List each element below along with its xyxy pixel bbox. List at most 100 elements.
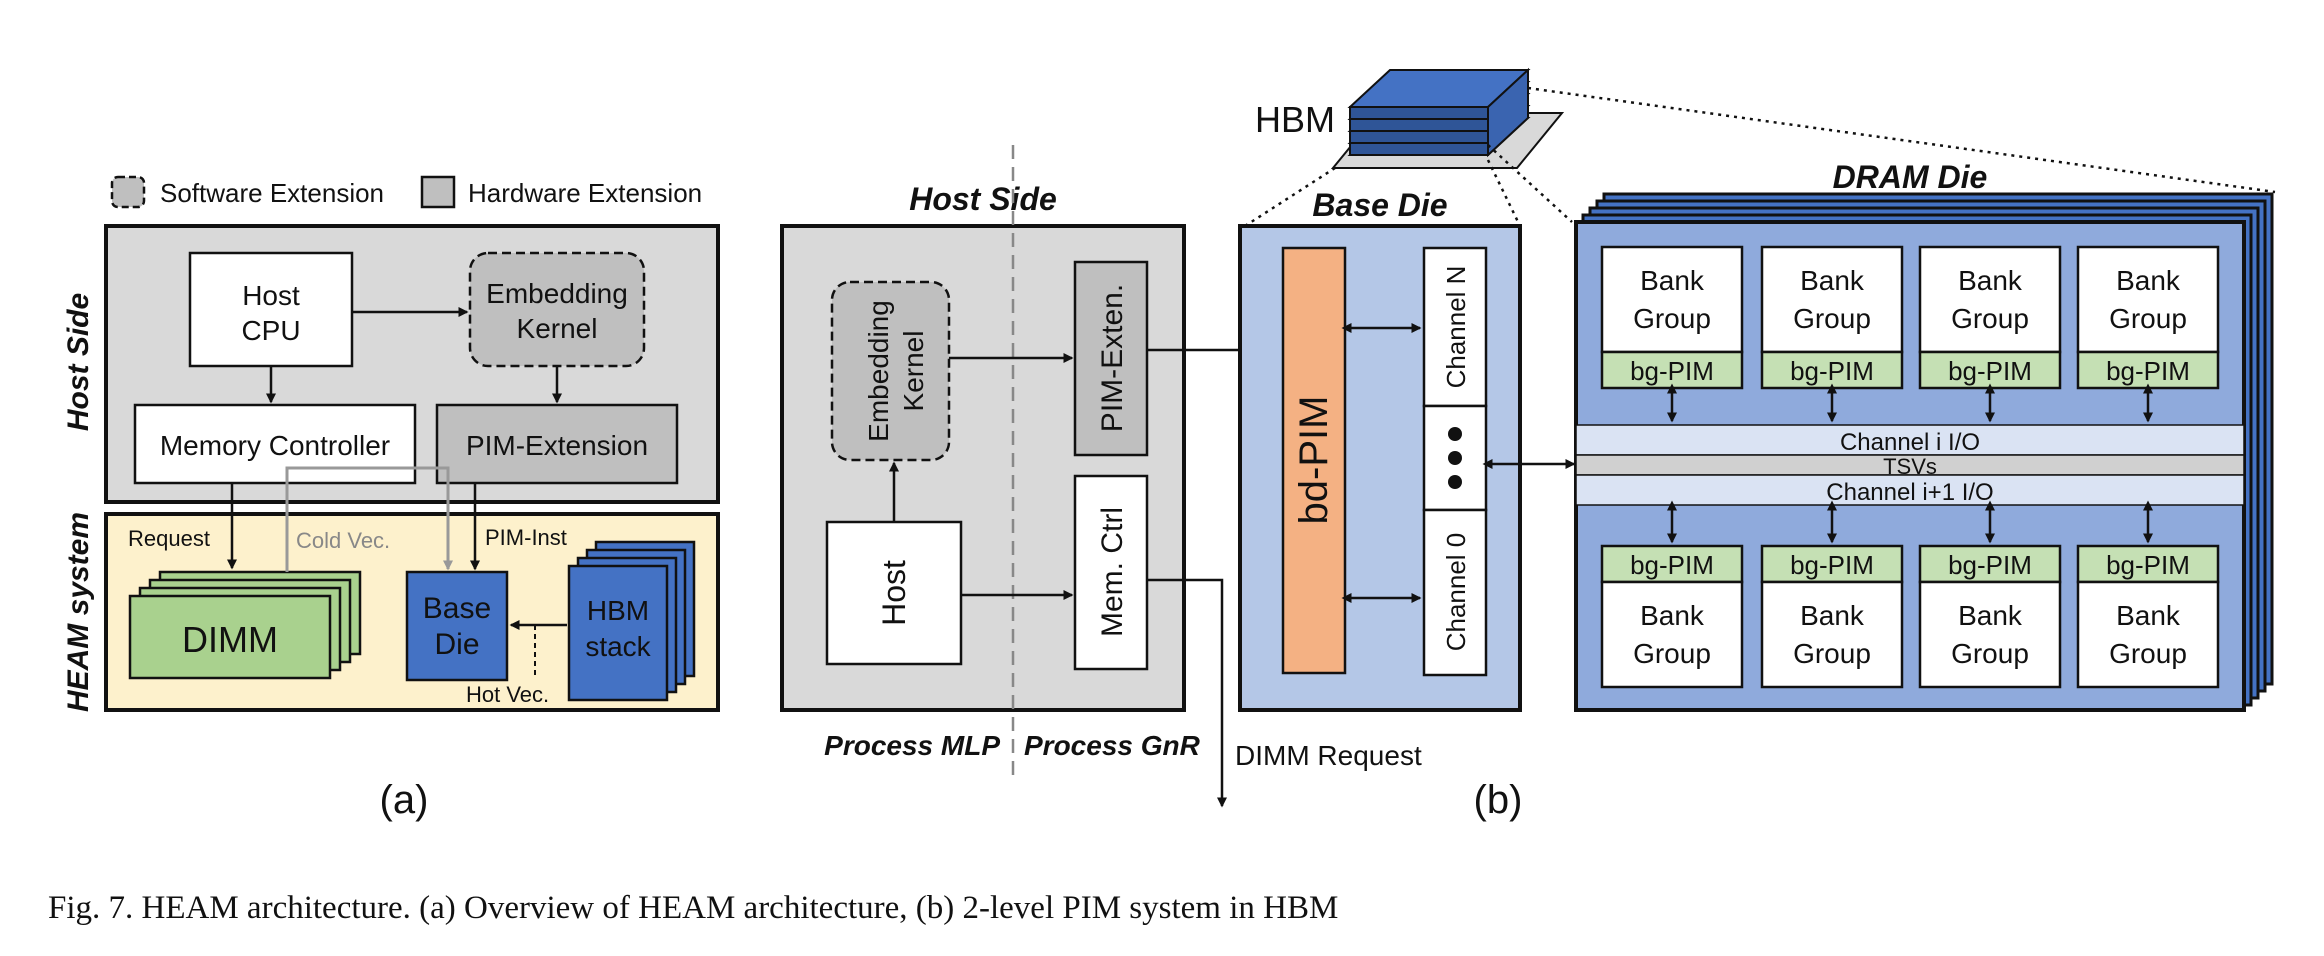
pim-extension-box: [435, 403, 679, 485]
channel-dot-1: [1448, 427, 1462, 441]
process-mlp-label: Process MLP: [824, 730, 1000, 761]
bank-group-top-3: Bank Group bg-PIM: [1918, 245, 2062, 390]
bg-pim-top-3: [1918, 350, 2062, 390]
group-label-7: Group: [1951, 638, 2029, 669]
bank-label-3: Bank: [1958, 265, 2023, 296]
panel-b: Host Side Embedding Kernel Host PIM-Exte…: [780, 67, 2276, 822]
embedding-kernel-label-2: Kernel: [517, 313, 598, 344]
pim-exten-label: PIM-Exten.: [1096, 284, 1129, 432]
embedding-kernel-label-1: Embedding: [486, 278, 628, 309]
bg-pim-bottom-3: [1918, 544, 2062, 584]
projection-base-left: [1244, 166, 1336, 228]
bank-group-bottom-4: bg-PIM Bank Group: [2076, 544, 2220, 689]
projection-base-right: [1486, 159, 1522, 227]
dimm-stack: DIMM: [128, 570, 362, 680]
channel-i1-io-strip: [1575, 474, 2245, 506]
arrow-cold-vec: [285, 466, 453, 572]
group-label-8: Group: [2109, 638, 2187, 669]
memory-controller-label: Memory Controller: [160, 430, 390, 461]
bg-pim-label-bottom-1: bg-PIM: [1630, 550, 1714, 580]
bank-group-bottom-2: bg-PIM Bank Group: [1760, 544, 1904, 689]
bank-label-2: Bank: [1800, 265, 1865, 296]
embedding-kernel-vertical-label-2: Kernel: [898, 331, 929, 412]
arrow-dimm-request: [1147, 578, 1227, 808]
host-cpu-label-1: Host: [242, 280, 300, 311]
group-label-3: Group: [1951, 303, 2029, 334]
panel-a: Software Extension Hardware Extension Ho…: [62, 175, 720, 822]
channel-i1-io-label: Channel i+1 I/O: [1826, 479, 1993, 506]
hbm-3d-stack: [1330, 67, 1565, 169]
bank-group-top-4: Bank Group bg-PIM: [2076, 245, 2220, 390]
panel-b-label: (b): [1474, 778, 1523, 822]
channel-0-label: Channel 0: [1441, 533, 1471, 652]
dimm-request-label: DIMM Request: [1235, 740, 1422, 771]
bank-label-7: Bank: [1958, 600, 2023, 631]
bank-label-6: Bank: [1800, 600, 1865, 631]
bg-pim-bottom-4: [2076, 544, 2220, 584]
bank-label-5: Bank: [1640, 600, 1705, 631]
dram-die-title: DRAM Die: [1833, 159, 1988, 195]
group-label-1: Group: [1633, 303, 1711, 334]
host-label: Host: [876, 560, 912, 626]
figure-caption: Fig. 7. HEAM architecture. (a) Overview …: [48, 890, 1338, 926]
bg-pim-label-top-3: bg-PIM: [1948, 356, 2032, 386]
group-label-6: Group: [1793, 638, 1871, 669]
host-side-vertical-label: Host Side: [62, 293, 95, 431]
bank-group-bottom-1: bg-PIM Bank Group: [1600, 544, 1744, 689]
bg-pim-bottom-2: [1760, 544, 1904, 584]
base-die-title: Base Die: [1312, 187, 1447, 223]
host-cpu-box: [188, 251, 354, 368]
bank-group-top-1: Bank Group bg-PIM: [1600, 245, 1744, 390]
request-label: Request: [128, 526, 210, 551]
channel-n-label: Channel N: [1441, 266, 1471, 389]
pim-exten-box: [1073, 260, 1149, 457]
base-die-label-1: Base: [423, 592, 491, 625]
bank-label-1: Bank: [1640, 265, 1705, 296]
host-side-title: Host Side: [909, 181, 1057, 217]
bg-pim-top-4: [2076, 350, 2220, 390]
bank-label-4: Bank: [2116, 265, 2181, 296]
projection-dram-left: [1487, 144, 1573, 223]
bg-pim-label-bottom-2: bg-PIM: [1790, 550, 1874, 580]
process-gnr-label: Process GnR: [1024, 730, 1201, 761]
host-box: [825, 520, 963, 666]
bd-pim-label: bd-PIM: [1292, 396, 1336, 525]
base-die-label-2: Die: [434, 628, 479, 661]
channel-i-io-label: Channel i I/O: [1840, 429, 1980, 456]
hot-vec-label: Hot Vec.: [466, 682, 549, 707]
embedding-kernel-vertical-label-1: Embedding: [863, 300, 894, 442]
group-label-4: Group: [2109, 303, 2187, 334]
pim-extension-label: PIM-Extension: [466, 430, 648, 461]
bank-label-8: Bank: [2116, 600, 2181, 631]
pim-inst-label: PIM-Inst: [485, 525, 567, 550]
hbm-stack-label-1: HBM: [587, 595, 649, 626]
group-label-2: Group: [1793, 303, 1871, 334]
legend-hardware-label: Hardware Extension: [468, 178, 702, 208]
cold-vec-label: Cold Vec.: [296, 528, 390, 553]
channel-dot-3: [1448, 475, 1462, 489]
memory-controller-box: [133, 403, 417, 485]
heam-system-vertical-label: HEAM system: [62, 512, 95, 712]
bank-group-bottom-3: bg-PIM Bank Group: [1918, 544, 2062, 689]
hbm-stack: HBM stack: [567, 540, 696, 702]
bg-pim-label-top-2: bg-PIM: [1790, 356, 1874, 386]
legend-software-swatch: [110, 175, 146, 209]
channel-0-box: [1422, 508, 1488, 677]
group-label-5: Group: [1633, 638, 1711, 669]
channel-dot-2: [1448, 451, 1462, 465]
bg-pim-label-top-4: bg-PIM: [2106, 356, 2190, 386]
embedding-kernel-box: [468, 251, 646, 368]
hbm-stack-label-2: stack: [585, 631, 651, 662]
mem-ctrl-box: [1073, 474, 1149, 671]
dimm-label: DIMM: [182, 619, 278, 660]
embedding-kernel-vertical-box: [830, 280, 951, 462]
legend-hardware-swatch: [420, 175, 456, 209]
bd-pim-box: [1281, 246, 1347, 675]
base-die-box: [405, 570, 509, 682]
host-cpu-label-2: CPU: [241, 315, 300, 346]
bg-pim-label-bottom-4: bg-PIM: [2106, 550, 2190, 580]
bg-pim-label-top-1: bg-PIM: [1630, 356, 1714, 386]
panel-a-label: (a): [380, 778, 429, 822]
bank-group-top-2: Bank Group bg-PIM: [1760, 245, 1904, 390]
